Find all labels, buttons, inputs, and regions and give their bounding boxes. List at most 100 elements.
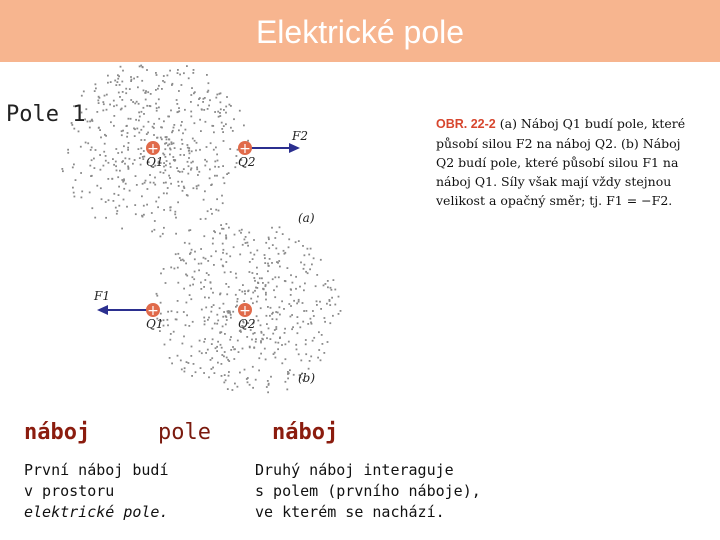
field-dot (210, 343, 213, 345)
field-dot (89, 164, 92, 167)
field-dot (118, 185, 120, 188)
field-dot (159, 301, 162, 304)
field-dot (264, 285, 267, 288)
field-dot (156, 317, 159, 320)
field-dot (188, 157, 190, 159)
field-dot (279, 337, 281, 339)
field-dot (160, 138, 163, 141)
field-dot (212, 304, 215, 306)
field-dot (232, 346, 234, 348)
field-dot (174, 213, 177, 216)
field-dot (143, 139, 146, 141)
field-dot (275, 231, 278, 233)
field-dot (300, 261, 302, 264)
field-dot (155, 74, 158, 76)
field-dot (99, 129, 101, 131)
field-dot (229, 271, 232, 273)
field-dot (275, 247, 278, 250)
field-dot (172, 126, 175, 129)
field-dot (134, 204, 137, 206)
field-dot (265, 291, 267, 294)
field-dot (170, 266, 173, 269)
field-dot (193, 258, 196, 261)
label-q1-a: Q1 (146, 155, 163, 169)
field-dot (182, 311, 185, 313)
field-dot (220, 258, 223, 261)
field-dot (277, 276, 280, 279)
field-dot (80, 196, 83, 199)
field-dot (190, 345, 193, 348)
field-dot (267, 236, 270, 239)
field-dot (212, 366, 214, 369)
field-dot (183, 367, 186, 370)
field-dot (252, 386, 254, 389)
field-dot (91, 207, 94, 210)
field-dot (210, 368, 213, 370)
field-dot (183, 72, 185, 75)
field-dot (130, 76, 132, 78)
field-dot (123, 178, 125, 181)
field-dot (252, 332, 255, 335)
field-dot (302, 320, 305, 323)
field-dot (265, 241, 268, 244)
field-dot (165, 136, 168, 138)
field-dot (208, 316, 210, 319)
field-dot (256, 266, 258, 269)
field-dot (225, 261, 228, 263)
field-dot (105, 134, 107, 137)
field-dot (208, 177, 211, 180)
field-dot (254, 340, 257, 343)
field-dot (190, 94, 193, 96)
field-dot (155, 200, 158, 203)
field-dot (116, 210, 119, 212)
field-dot (210, 255, 213, 258)
field-dot (172, 330, 175, 333)
field-dot (234, 293, 237, 296)
field-dot (157, 206, 159, 209)
field-dot (219, 343, 222, 346)
field-dot (135, 118, 137, 121)
field-dot (116, 81, 119, 83)
field-dot (234, 382, 236, 385)
field-dot (181, 180, 183, 183)
field-dot (121, 99, 124, 101)
field-dot (305, 310, 308, 312)
field-dot (214, 165, 216, 168)
field-dot (180, 138, 183, 141)
field-dot (188, 147, 191, 149)
field-dot (153, 228, 156, 231)
field-dot (287, 371, 289, 373)
field-dot (146, 203, 148, 206)
field-dot (107, 199, 110, 202)
field-dot (255, 315, 258, 318)
field-dot (183, 287, 185, 290)
field-dot (124, 162, 126, 165)
field-dot (277, 348, 279, 351)
field-dot (303, 254, 306, 257)
field-dot (208, 104, 210, 107)
field-dot (162, 181, 165, 184)
field-dot (228, 360, 231, 362)
field-dot (190, 355, 193, 357)
field-dot (249, 329, 252, 331)
field-dot (204, 279, 207, 281)
field-dot (127, 168, 130, 170)
field-dot (268, 238, 270, 241)
field-dot (203, 286, 205, 288)
field-dot (253, 253, 256, 256)
field-dot (142, 125, 145, 128)
field-dot (161, 232, 164, 235)
field-dot (177, 252, 180, 255)
field-dot (290, 274, 292, 277)
field-dot (267, 382, 270, 385)
field-dot (180, 84, 183, 86)
field-dot (163, 81, 166, 84)
field-dot (254, 378, 257, 381)
field-dot (157, 87, 159, 90)
field-dot (169, 206, 172, 209)
field-dot (119, 108, 122, 111)
field-dot (273, 351, 276, 354)
field-dot (222, 140, 225, 142)
field-dot (142, 150, 145, 152)
field-dot (238, 229, 241, 232)
